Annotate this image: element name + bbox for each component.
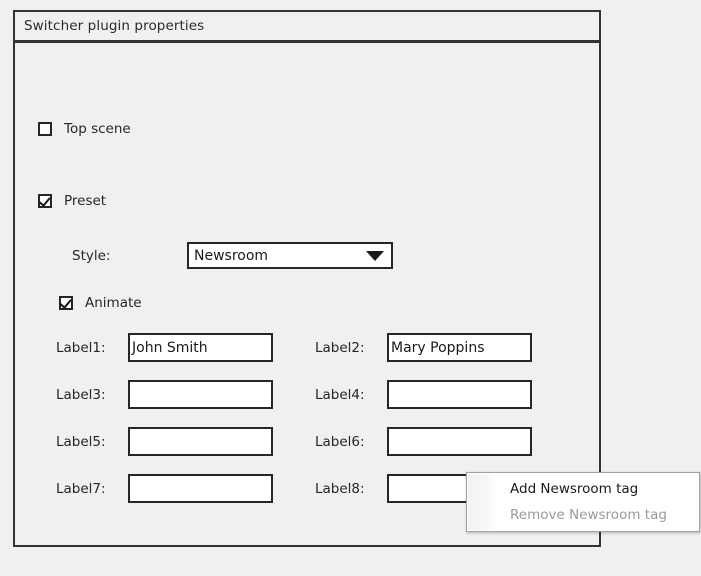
field-label4: Label4:	[315, 380, 532, 409]
menu-item-remove-newsroom-tag: Remove Newsroom tag	[467, 502, 699, 528]
field-label2: Label2: Mary Poppins	[315, 333, 532, 362]
checkbox-row-preset[interactable]: Preset	[38, 193, 106, 209]
label2-input[interactable]: Mary Poppins	[387, 333, 532, 362]
label6-caption: Label6:	[315, 433, 365, 450]
style-row: Style: Newsroom	[72, 242, 393, 269]
label1-input[interactable]: John Smith	[128, 333, 273, 362]
dialog-titlebar: Switcher plugin properties	[15, 12, 599, 43]
label-row: Label1: John Smith Label2: Mary Poppins	[15, 333, 599, 380]
menu-item-label: Remove Newsroom tag	[510, 507, 667, 523]
field-label1: Label1: John Smith	[56, 333, 273, 362]
animate-label: Animate	[85, 295, 142, 311]
switcher-plugin-properties-dialog: Switcher plugin properties Top scene Pre…	[13, 10, 601, 547]
preset-checkbox[interactable]	[38, 194, 52, 208]
label8-caption: Label8:	[315, 480, 365, 497]
menu-item-add-newsroom-tag[interactable]: Add Newsroom tag	[467, 476, 699, 502]
label3-input[interactable]	[128, 380, 273, 409]
label5-caption: Label5:	[56, 433, 106, 450]
menu-item-label: Add Newsroom tag	[510, 481, 639, 497]
top-scene-label: Top scene	[64, 121, 131, 137]
top-scene-checkbox[interactable]	[38, 122, 52, 136]
label-fields-grid: Label1: John Smith Label2: Mary Poppins …	[15, 333, 599, 521]
label7-input[interactable]	[128, 474, 273, 503]
label6-input[interactable]	[387, 427, 532, 456]
label4-input[interactable]	[387, 380, 532, 409]
preset-label: Preset	[64, 193, 107, 209]
field-label7: Label7:	[56, 474, 273, 503]
field-label3: Label3:	[56, 380, 273, 409]
field-label6: Label6:	[315, 427, 532, 456]
label-row: Label3: Label4:	[15, 380, 599, 427]
context-menu: Add Newsroom tag Remove Newsroom tag	[466, 472, 700, 532]
style-caption: Style:	[72, 247, 111, 264]
style-select[interactable]: Newsroom	[187, 242, 393, 269]
checkbox-row-top-scene[interactable]: Top scene	[38, 121, 131, 137]
label5-input[interactable]	[128, 427, 273, 456]
dialog-title: Switcher plugin properties	[24, 18, 205, 34]
style-selected-value: Newsroom	[194, 247, 269, 264]
label-row: Label5: Label6:	[15, 427, 599, 474]
checkbox-row-animate[interactable]: Animate	[59, 295, 142, 311]
animate-checkbox[interactable]	[59, 296, 73, 310]
label3-caption: Label3:	[56, 386, 106, 403]
label2-caption: Label2:	[315, 339, 365, 356]
label1-caption: Label1:	[56, 339, 106, 356]
label7-caption: Label7:	[56, 480, 106, 497]
chevron-down-icon	[366, 250, 384, 261]
dialog-body: Top scene Preset Style: Newsroom Animate…	[15, 43, 599, 576]
field-label5: Label5:	[56, 427, 273, 456]
label4-caption: Label4:	[315, 386, 365, 403]
